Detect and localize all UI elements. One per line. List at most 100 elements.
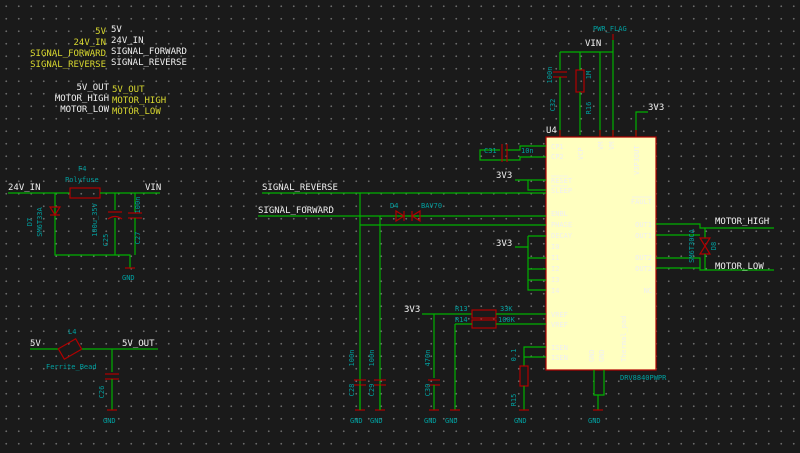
f4-ref: F4 bbox=[78, 165, 86, 173]
c25-ref: C25 bbox=[102, 234, 110, 247]
pin-v3p3out: V3P3OUT bbox=[633, 145, 641, 175]
pin-enbl: ENBL bbox=[551, 210, 568, 218]
hier-left-5v: 5V bbox=[95, 27, 106, 37]
pin-sleep: SLEEP bbox=[551, 187, 572, 195]
r13-body bbox=[471, 309, 497, 319]
out1-wire bbox=[656, 223, 774, 229]
input-24v-label: 24V_IN bbox=[8, 183, 41, 193]
r18-value: 0.1 bbox=[510, 349, 518, 362]
d7-diode bbox=[48, 206, 62, 217]
u4-left-pins: CP1 CP2 RESET SLEEP ENBL PHASE DECAY I0 … bbox=[551, 143, 573, 362]
r14-ref: R14 bbox=[455, 316, 468, 324]
gnd-c30-label: GND bbox=[424, 417, 437, 425]
pin-fault: FAULT bbox=[631, 198, 653, 206]
hier-left-mhigh: MOTOR_HIGH bbox=[55, 94, 109, 104]
c30-value: 470n bbox=[424, 350, 432, 367]
c32-value: 100n bbox=[546, 67, 554, 84]
pin-isen-b: ISEN bbox=[551, 354, 568, 362]
pin-i3: I3 bbox=[551, 276, 559, 284]
d4-value: BAV70 bbox=[421, 202, 442, 210]
pin-isen-a: ISEN bbox=[551, 344, 568, 352]
d4-diode-b bbox=[410, 209, 421, 223]
r15-ref: R15 bbox=[510, 394, 518, 407]
c28-ref: C28 bbox=[348, 384, 356, 397]
pin-decay: DECAY bbox=[551, 232, 573, 240]
vin-left-label: VIN bbox=[145, 183, 161, 193]
pin-gnd-a: GND bbox=[588, 349, 596, 362]
hier-left-5vout: 5V_OUT bbox=[76, 83, 109, 93]
signal-forward-label: SIGNAL_FORWARD bbox=[258, 206, 334, 216]
pin-i2: I2 bbox=[551, 265, 559, 273]
r16-ref: R16 bbox=[585, 102, 593, 115]
r13-ref: R13 bbox=[455, 305, 468, 313]
d8-value: SM6T30CA bbox=[688, 228, 696, 263]
pin-out1-a: OUT1 bbox=[635, 221, 652, 229]
hier-right-24v: 24V_IN bbox=[111, 36, 144, 46]
l4-value: Ferrite_Bead bbox=[46, 363, 97, 371]
isen-a-wire bbox=[523, 346, 546, 366]
pin-vm-b: VM bbox=[608, 142, 616, 150]
pin-out2-a: OUT2 bbox=[635, 254, 652, 262]
r16-value: 1M bbox=[585, 71, 593, 79]
pin-vref-a: VREF bbox=[551, 311, 568, 319]
c29-value: 100n bbox=[368, 350, 376, 367]
d4-diode-a bbox=[395, 209, 406, 223]
signal-reverse-wire bbox=[262, 192, 361, 410]
gnd-c28-label: GND bbox=[350, 417, 363, 425]
hier-left-rev: SIGNAL_REVERSE bbox=[30, 60, 106, 70]
u4-ref: U4 bbox=[546, 126, 557, 136]
signal-reverse-label: SIGNAL_REVERSE bbox=[262, 183, 338, 193]
c25-plate-b bbox=[107, 215, 123, 220]
c31-value: 10n bbox=[521, 147, 534, 155]
hier-right-mhigh: MOTOR_HIGH bbox=[112, 96, 166, 106]
u4-gnd-wire bbox=[593, 370, 605, 396]
hier-right-rev: SIGNAL_REVERSE bbox=[111, 58, 187, 68]
gnd-c29-label: GND bbox=[370, 417, 383, 425]
u4-thermal: Thermal_pad bbox=[620, 316, 628, 362]
v3p3-wire bbox=[635, 111, 648, 135]
gnd-input-label: GND bbox=[122, 274, 135, 282]
pin-phase: PHASE bbox=[551, 221, 572, 229]
pin-i4: I4 bbox=[551, 287, 559, 295]
motor-high-label: MOTOR_HIGH bbox=[715, 217, 769, 227]
c26-group: C26 bbox=[98, 349, 119, 410]
d8-diode-top bbox=[698, 237, 712, 248]
hier-left-mlow: MOTOR_LOW bbox=[60, 105, 109, 115]
d7-tvs: D7 SM6T33A bbox=[26, 206, 62, 237]
hier-right-fwd: SIGNAL_FORWARD bbox=[111, 47, 187, 57]
cp2-wire bbox=[479, 149, 546, 161]
r14-body bbox=[471, 319, 497, 329]
hier-left-fwd: SIGNAL_FORWARD bbox=[30, 49, 106, 59]
r14-value: 100K bbox=[498, 316, 516, 324]
c25-group: 100u_35V C25 bbox=[91, 193, 123, 255]
c30-group: 470n C30 bbox=[424, 350, 440, 410]
u4-value: DRV8840PWPR bbox=[620, 374, 667, 382]
v5-label: 5V bbox=[30, 339, 41, 349]
c31-ref: C31 bbox=[484, 147, 497, 155]
reset-pullup-wire bbox=[515, 179, 546, 191]
v3v3-decay-label: 3V3 bbox=[496, 239, 512, 249]
c28-group: 100n C28 bbox=[348, 350, 366, 397]
gnd-c26-label: GND bbox=[103, 417, 116, 425]
input-gnd-bus bbox=[54, 193, 131, 268]
f4-value: Polyfuse bbox=[65, 176, 99, 184]
c30-ref: C30 bbox=[424, 384, 432, 397]
d7-value: SM6T33A bbox=[36, 206, 44, 236]
pin-i1: I1 bbox=[551, 254, 559, 262]
hier-right-5v: 5V bbox=[111, 25, 122, 35]
d8-ref: D8 bbox=[710, 242, 718, 250]
c26-ref: C26 bbox=[98, 386, 106, 399]
d8-diode-bottom bbox=[698, 244, 712, 255]
v3v3-reset-label: 3V3 bbox=[496, 171, 512, 181]
motor-low-label: MOTOR_LOW bbox=[715, 262, 764, 272]
pin-reset: RESET bbox=[551, 177, 573, 185]
c27-ref: C27 bbox=[134, 232, 142, 245]
d4-ref: D4 bbox=[390, 202, 398, 210]
r16-body bbox=[575, 69, 585, 93]
l4-ferrite bbox=[57, 337, 83, 361]
cp1-wire bbox=[505, 145, 546, 151]
v3v3-vref-label: 3V3 bbox=[404, 305, 420, 315]
c32-ref: C32 bbox=[549, 99, 557, 112]
pwr-flag-label: PWR_FLAG bbox=[593, 25, 627, 33]
